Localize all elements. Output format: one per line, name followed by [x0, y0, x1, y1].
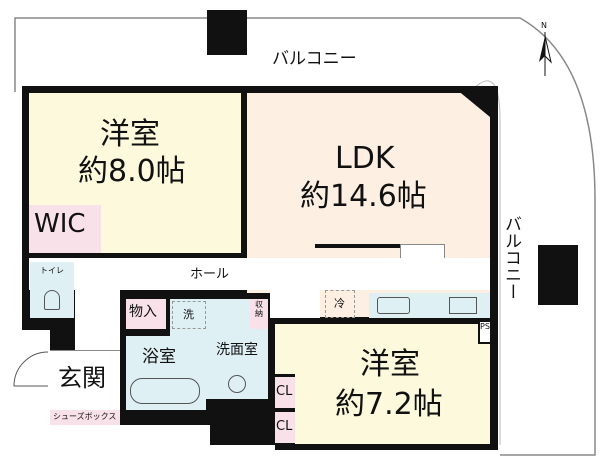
pipe-space: PS [478, 322, 490, 344]
toilet-label: トイレ [40, 266, 64, 275]
ps-label: PS [480, 322, 490, 331]
toilet-icon [44, 290, 60, 310]
western-room-2-size: 約7.2帖 [335, 387, 443, 422]
pillar-top [207, 10, 247, 55]
hall [29, 258, 490, 290]
wic-label: WIC [34, 209, 86, 239]
bathtub-icon [130, 378, 200, 404]
closet-1-label: CL [276, 384, 293, 399]
shoe-box: シューズボックス [50, 410, 120, 425]
fridge-label: 冷 [334, 297, 345, 310]
shoe-box-label: シューズボックス [53, 412, 117, 421]
small-storage: 収納 [250, 299, 268, 329]
ldk-size: 約14.6帖 [300, 179, 427, 214]
entrance-label: 玄関 [58, 364, 106, 392]
washer-space: 洗 [172, 301, 206, 329]
storage-label: 物入 [129, 304, 157, 320]
washroom-label: 洗面室 [216, 342, 258, 358]
basin-icon [228, 375, 246, 393]
closet-2-label: CL [276, 419, 293, 434]
western-room-1-size: 約8.0帖 [78, 154, 186, 189]
hall-label: ホール [190, 267, 230, 282]
walk-in-closet [29, 205, 101, 253]
sink-icon [377, 297, 410, 314]
entrance-door-icon[interactable] [10, 350, 50, 390]
north-compass: N [533, 21, 557, 78]
western-room-1-name: 洋室 [100, 117, 160, 152]
ldk-name: LDK [335, 141, 395, 176]
closet-1: CL [275, 377, 295, 408]
balcony-right-label: バルコニー [501, 215, 521, 300]
bathroom-label: 浴室 [142, 347, 176, 367]
western-room-2-name: 洋室 [360, 347, 420, 382]
north-arrow-icon [539, 32, 552, 76]
closet-2: CL [275, 412, 295, 443]
entrance [50, 350, 120, 410]
stove-icon [449, 297, 477, 314]
pillar-right [538, 245, 578, 305]
washer-label: 洗 [183, 308, 194, 321]
kitchen-counter [369, 293, 490, 318]
compass-label: N [541, 21, 547, 30]
western-room-2 [295, 324, 490, 444]
small-storage-label: 収納 [255, 300, 263, 318]
storage [126, 299, 166, 329]
fridge-space: 冷 [325, 290, 355, 318]
balcony-top-label: バルコニー [272, 49, 357, 69]
